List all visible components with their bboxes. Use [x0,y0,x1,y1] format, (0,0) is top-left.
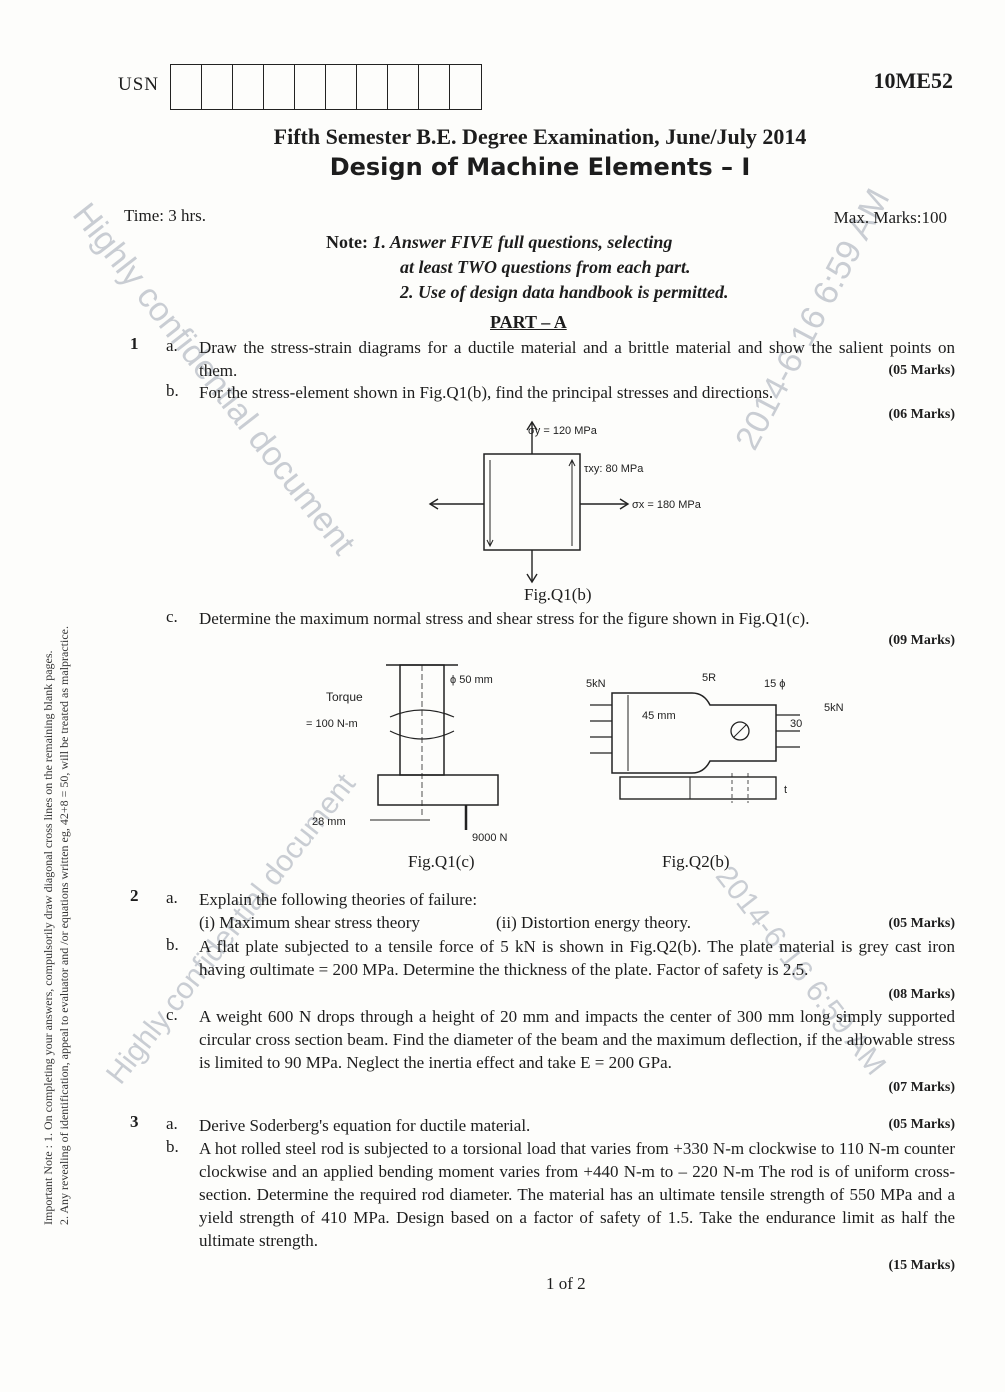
q1b-label: b. [166,381,179,400]
q1c-marks: (09 Marks) [888,633,956,648]
usn-box[interactable] [357,65,388,109]
usn-box[interactable] [171,65,202,109]
q1-number: 1 [130,334,139,353]
fig-q1c-torque-value: = 100 N-m [306,718,358,730]
fig-q1b-tau-xy: τxy: 80 MPa [584,463,644,475]
q2b-text: A flat plate subjected to a tensile forc… [199,937,955,979]
fig-q1c-caption: Fig.Q1(c) [408,852,475,871]
fig-q1b-caption: Fig.Q1(b) [524,585,592,604]
fig-q1b-diagram: σy = 120 MPa τxy: 80 MPa σx = 180 MPa [428,420,702,584]
fig-q2b-narrow: 30 [790,718,802,730]
q1b-text: For the stress-element shown in Fig.Q1(b… [199,383,774,402]
note-1: 1. Answer FIVE full questions, selecting [372,232,673,252]
fig-q2b-thickness: t [784,784,787,796]
fig-q1b-sigma-y: σy = 120 MPa [528,425,598,437]
fig-q1c-diameter: ϕ 50 mm [450,674,493,686]
q1a-text: Draw the stress-strain diagrams for a du… [199,338,955,380]
q2c-label: c. [166,1005,178,1024]
q1c-text: Determine the maximum normal stress and … [199,609,810,628]
usn-box[interactable] [419,65,450,109]
q3b-marks: (15 Marks) [888,1258,956,1273]
fig-q1b-sigma-x: σx = 180 MPa [632,499,702,511]
usn-box[interactable] [450,65,481,109]
q1c-label: c. [166,607,178,626]
q3b-text: A hot rolled steel rod is subjected to a… [199,1139,955,1250]
q3a-text: Derive Soderberg's equation for ductile … [199,1116,531,1135]
q2a-item-i: (i) Maximum shear stress theory [199,913,420,932]
q3-number: 3 [130,1112,139,1131]
time-allowed: Time: 3 hrs. [124,206,207,225]
q3b-label: b. [166,1137,179,1156]
q2b-marks: (08 Marks) [888,987,956,1002]
q2a-item-ii: (ii) Distortion energy theory. [496,913,691,932]
fig-q1c-arm: 28 mm [312,816,346,828]
fig-q2b-caption: Fig.Q2(b) [662,852,730,871]
fig-q2b-load-right: 5kN [824,702,844,714]
usn-box[interactable] [264,65,295,109]
fig-q2b-diagram: 5kN 5R 15 ϕ 5kN 45 mm 30 t [586,672,844,803]
note-1b: at least TWO questions from each part. [400,257,691,277]
q1a-label: a. [166,336,178,355]
exam-title: Fifth Semester B.E. Degree Examination, … [273,124,807,149]
note-2: 2. Use of design data handbook is permit… [400,282,729,302]
q2c-marks: (07 Marks) [888,1080,956,1095]
fig-q1c-load: 9000 N [472,832,508,844]
q2c-text: A weight 600 N drops through a height of… [199,1007,955,1072]
fig-q2b-load-left: 5kN [586,678,606,690]
page-number: 1 of 2 [546,1274,586,1293]
side-note-line-2: 2. Any revealing of identification, appe… [57,625,71,1225]
fig-q1c-diagram: ϕ 50 mm Torque = 100 N-m 28 mm 9000 N [306,664,508,844]
q1a-marks: (05 Marks) [888,363,956,378]
q2a-text: Explain the following theories of failur… [199,890,478,909]
q3a-label: a. [166,1114,178,1133]
usn-box[interactable] [326,65,357,109]
usn-label: USN [118,74,160,95]
q3a-marks: (05 Marks) [888,1117,956,1132]
usn-box[interactable] [295,65,326,109]
fig-q2b-radius: 5R [702,672,716,684]
fig-q2b-hole: 15 ϕ [764,678,785,690]
usn-box[interactable] [233,65,264,109]
q1b-marks: (06 Marks) [888,407,956,422]
q2-number: 2 [130,886,139,905]
fig-q2b-width: 45 mm [642,710,676,722]
usn-box[interactable] [388,65,419,109]
side-important-note: Important Note : 1. On completing your a… [40,626,72,1225]
fig-q1c-torque: Torque [326,690,363,704]
q2a-label: a. [166,888,178,907]
usn-box[interactable] [202,65,233,109]
subject-code: 10ME52 [873,68,953,93]
side-note-line-1: Important Note : 1. On completing your a… [41,650,55,1225]
q2b-label: b. [166,935,179,954]
part-a-heading: PART – A [490,312,567,332]
usn-boxes [170,64,482,110]
subject-title: Design of Machine Elements – I [329,153,751,181]
q2a-marks: (05 Marks) [888,916,956,931]
note-label: Note: [326,232,368,252]
instructions-note: Note: 1. Answer FIVE full questions, sel… [326,230,729,305]
max-marks: Max. Marks:100 [833,208,947,227]
